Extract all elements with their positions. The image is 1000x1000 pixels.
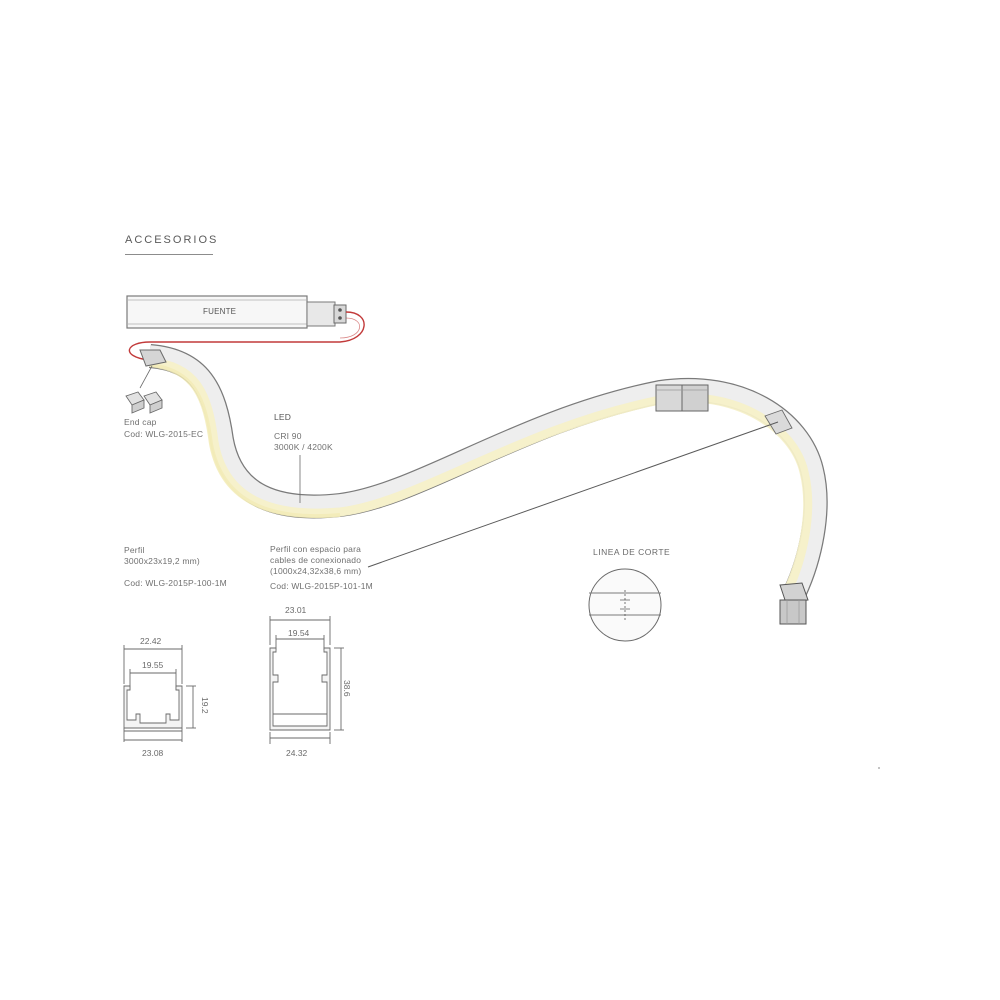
led-strip: [148, 344, 828, 598]
profile-1-dim-inner: 19.55: [142, 660, 164, 670]
section-title: ACCESORIOS: [125, 234, 219, 246]
led-cct: 3000K / 4200K: [274, 442, 333, 452]
cut-line-label: LINEA DE CORTE: [593, 547, 671, 557]
profile-2-title: Perfil con espacio para: [270, 544, 362, 554]
profile-1-dim-bottom: 23.08: [142, 748, 164, 758]
end-cap-name: End cap: [124, 417, 157, 427]
profile-1-dim-height: 19.2: [200, 697, 210, 714]
led-title: LED: [274, 412, 292, 422]
profile-2-dim-height: 38.6: [342, 680, 352, 697]
end-cap-loose-icon: [125, 391, 163, 414]
strip-connector: [655, 384, 709, 412]
profile-1-dim-top: 22.42: [140, 636, 162, 646]
end-cap-piece: [139, 349, 167, 389]
profile-2-line2: cables de conexionado: [270, 555, 362, 565]
power-supply-label: FUENTE: [203, 307, 237, 316]
cut-mark: [764, 409, 793, 435]
strip-end-block: [779, 582, 809, 625]
profile-2-size: (1000x24,32x38,6 mm): [270, 566, 362, 576]
end-cap-code: Cod: WLG-2015-EC: [124, 429, 204, 439]
cut-line-detail: [588, 568, 662, 642]
profile-2-section: [269, 616, 344, 744]
power-wire: [128, 311, 365, 361]
profile-2-dim-bottom: 24.32: [286, 748, 308, 758]
profile-2-dim-inner: 19.54: [288, 628, 310, 638]
profile-leader: [367, 421, 779, 568]
profile-2-code: Cod: WLG-2015P-101-1M: [270, 581, 373, 591]
profile-1-title: Perfil: [124, 545, 145, 555]
profile-1-size: 3000x23x19,2 mm): [124, 556, 200, 566]
profile-2-dim-top: 23.01: [285, 605, 307, 615]
power-supply: [126, 295, 347, 329]
profile-1-code: Cod: WLG-2015P-100-1M: [124, 578, 227, 588]
profile-1-section: [123, 645, 196, 742]
section-divider: [125, 254, 213, 255]
led-cri: CRI 90: [274, 431, 302, 441]
